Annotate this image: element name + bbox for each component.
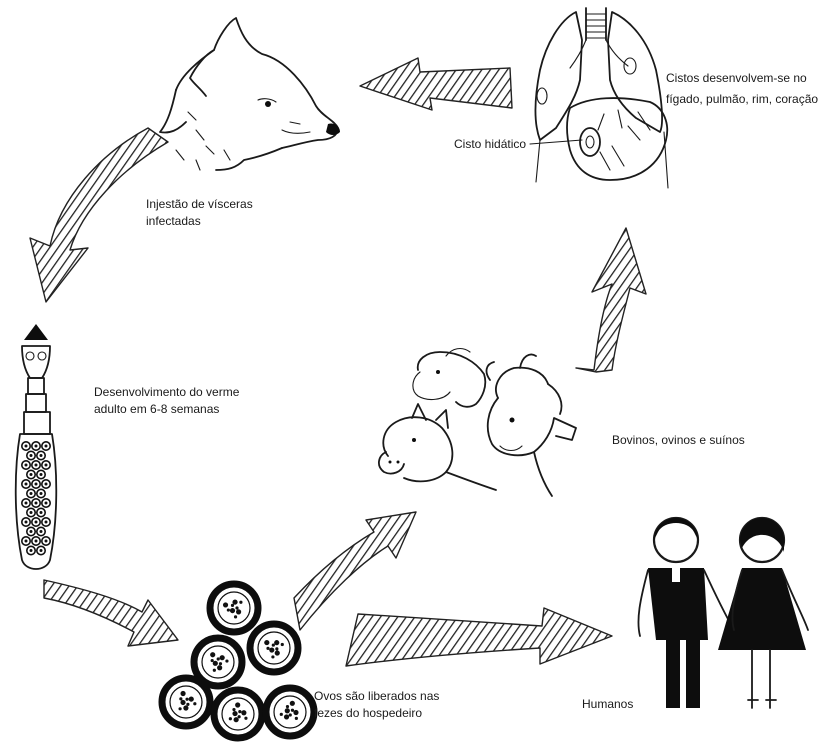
egg [214, 690, 262, 738]
label-hydatid-cyst: Cisto hidático [454, 136, 526, 153]
worm-egg-mass [22, 442, 50, 555]
label-humans: Humanos [582, 696, 633, 713]
label-livestock: Bovinos, ovinos e suínos [612, 432, 745, 449]
human-couple-drawing [638, 518, 808, 708]
arrow-eggs-to-livestock [294, 512, 416, 630]
dog-head-drawing [160, 18, 340, 170]
arrow-livestock-to-organs [576, 228, 646, 372]
lungs-liver-drawing [530, 8, 668, 188]
label-ingestion-line1: Injestão de vísceras [146, 196, 253, 213]
label-adult-worm-line1: Desenvolvimento do verme [94, 384, 239, 401]
egg [162, 678, 210, 726]
label-adult-worm-line2: adulto em 6-8 semanas [94, 401, 239, 418]
label-cysts-develop-line1: Cistos desenvolvem-se no [666, 70, 818, 87]
label-cysts-develop-line2: fígado, pulmão, rim, coração [666, 91, 818, 108]
sheep-cow-pig-drawing [379, 349, 576, 496]
egg [194, 638, 242, 686]
label-ingestion: Injestão de vísceras infectadas [146, 196, 253, 230]
egg [210, 584, 258, 632]
egg [250, 624, 298, 672]
egg [266, 688, 314, 736]
egg-cluster-drawing [162, 584, 314, 738]
arrow-worm-to-eggs [44, 580, 178, 646]
label-adult-worm: Desenvolvimento do verme adulto em 6-8 s… [94, 384, 239, 418]
label-ingestion-line2: infectadas [146, 213, 253, 230]
label-cysts-develop: Cistos desenvolvem-se no fígado, pulmão,… [666, 70, 818, 108]
arrow-eggs-to-humans [346, 608, 612, 666]
label-eggs-line2: fezes do hospedeiro [314, 705, 439, 722]
label-eggs: Ovos são liberados nas fezes do hospedei… [314, 688, 439, 722]
arrow-organs-to-dog [360, 58, 512, 110]
label-eggs-line1: Ovos são liberados nas [314, 688, 439, 705]
